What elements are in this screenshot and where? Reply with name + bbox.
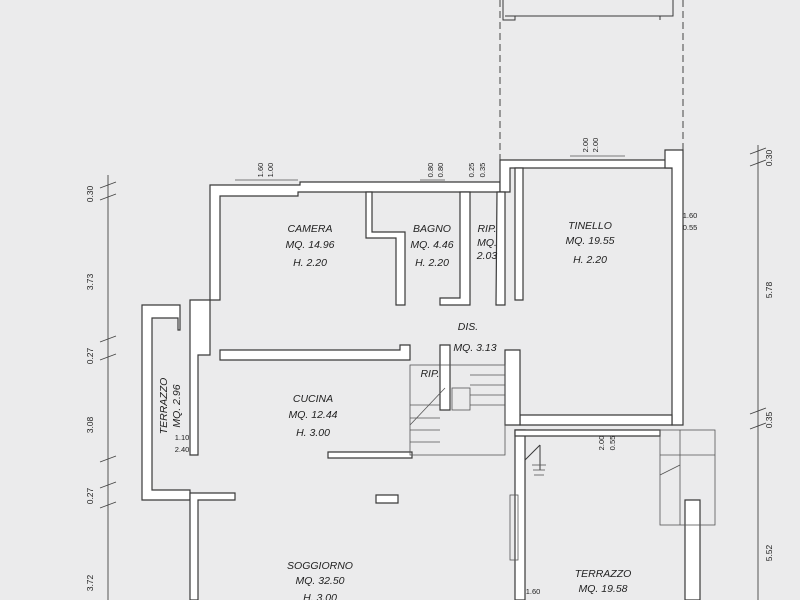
bagno-window-width: 0.80 — [426, 163, 435, 178]
left-dim-2: 0.27 — [85, 347, 95, 364]
room-rip-upper: RIP. MQ. 2.03 — [476, 223, 498, 262]
left-dim-3: 3.08 — [85, 416, 95, 433]
dis-area: MQ. 3.13 — [453, 342, 496, 354]
bagno-area: MQ. 4.46 — [410, 239, 453, 251]
right-dim-2: 0.35 — [764, 411, 774, 428]
room-bagno: BAGNO MQ. 4.46 H. 2.20 — [410, 223, 453, 269]
door-arrow — [524, 444, 546, 476]
terrace-planter — [659, 429, 716, 526]
terrazzo-large-area: MQ. 19.58 — [578, 583, 627, 595]
tinello-area: MQ. 19.55 — [565, 235, 614, 247]
tinello-window-width: 2.00 — [581, 138, 590, 153]
stairs — [409, 364, 506, 456]
tinello-height: H. 2.20 — [573, 254, 607, 266]
window-dimension-labels: 1.60 1.00 0.80 0.80 0.25 0.35 2.00 2.00 … — [175, 138, 698, 596]
left-dim-0: 0.30 — [85, 185, 95, 202]
rip-window-width: 0.25 — [467, 163, 476, 178]
tinello-window-height: 2.00 — [591, 138, 600, 153]
room-terrazzo-large: TERRAZZO MQ. 19.58 — [575, 568, 632, 595]
soggiorno-area: MQ. 32.50 — [295, 575, 344, 587]
left-dim-1: 3.73 — [85, 273, 95, 290]
exterior-walls — [141, 149, 701, 600]
cucina-height: H. 3.00 — [296, 427, 330, 439]
soggiorno-name: SOGGIORNO — [287, 560, 353, 572]
room-disimpegno: DIS. MQ. 3.13 — [453, 321, 496, 354]
right-dim-3: 5.52 — [764, 544, 774, 561]
upper-dashed-outline — [499, 0, 684, 160]
soggiorno-height: H. 3.00 — [303, 592, 337, 600]
right-dimension-chain: 0.30 5.78 0.35 5.52 — [749, 145, 774, 600]
camera-height: H. 2.20 — [293, 257, 327, 269]
terrazzo-door-height: 0.55 — [608, 436, 617, 451]
terrazzo-large-name: TERRAZZO — [575, 568, 632, 580]
tinello-name: TINELLO — [568, 220, 612, 232]
room-terrazzo-small: TERRAZZO MQ. 2.96 — [158, 378, 183, 435]
room-camera: CAMERA MQ. 14.96 H. 2.20 — [285, 223, 334, 269]
right-dim-0: 0.30 — [764, 149, 774, 166]
tinello-side-window-width: 1.60 — [683, 211, 698, 220]
camera-window-width: 1.60 — [256, 163, 265, 178]
terrazzo-small-name: TERRAZZO — [158, 378, 170, 435]
bagno-name: BAGNO — [413, 223, 451, 235]
room-rip-lower: RIP. — [420, 368, 439, 380]
window-markers — [235, 155, 625, 561]
cucina-window-width: 1.10 — [175, 433, 190, 442]
interior-walls — [365, 167, 524, 426]
rip2-name: RIP. — [420, 368, 439, 380]
dis-name: DIS. — [458, 321, 478, 333]
cucina-area: MQ. 12.44 — [288, 409, 337, 421]
right-dim-1: 5.78 — [764, 281, 774, 298]
bagno-window-height: 0.80 — [436, 163, 445, 178]
camera-area: MQ. 14.96 — [285, 239, 334, 251]
terrazzo-bottom-window: 1.60 — [526, 587, 541, 596]
bagno-height: H. 2.20 — [415, 257, 449, 269]
camera-name: CAMERA — [288, 223, 333, 235]
rip1-area-label: MQ. — [477, 237, 497, 249]
rip1-name: RIP. — [477, 223, 496, 235]
terrazzo-small-area: MQ. 2.96 — [171, 384, 183, 427]
left-dim-5: 3.72 — [85, 574, 95, 591]
cucina-name: CUCINA — [293, 393, 333, 405]
left-dim-4: 0.27 — [85, 487, 95, 504]
room-cucina: CUCINA MQ. 12.44 H. 3.00 — [288, 393, 337, 439]
camera-window-height: 1.00 — [266, 163, 275, 178]
terrazzo-door-width: 2.00 — [597, 436, 606, 451]
rip-window-height: 0.35 — [478, 163, 487, 178]
tinello-side-window-height: 0.55 — [683, 223, 698, 232]
room-soggiorno: SOGGIORNO MQ. 32.50 H. 3.00 — [287, 560, 353, 600]
rip1-area-value: 2.03 — [476, 250, 498, 262]
left-dimension-chain: 0.30 3.73 0.27 3.08 0.27 3.72 — [85, 175, 117, 600]
cucina-window-height: 2.40 — [175, 445, 190, 454]
room-tinello: TINELLO MQ. 19.55 H. 2.20 — [565, 220, 614, 266]
